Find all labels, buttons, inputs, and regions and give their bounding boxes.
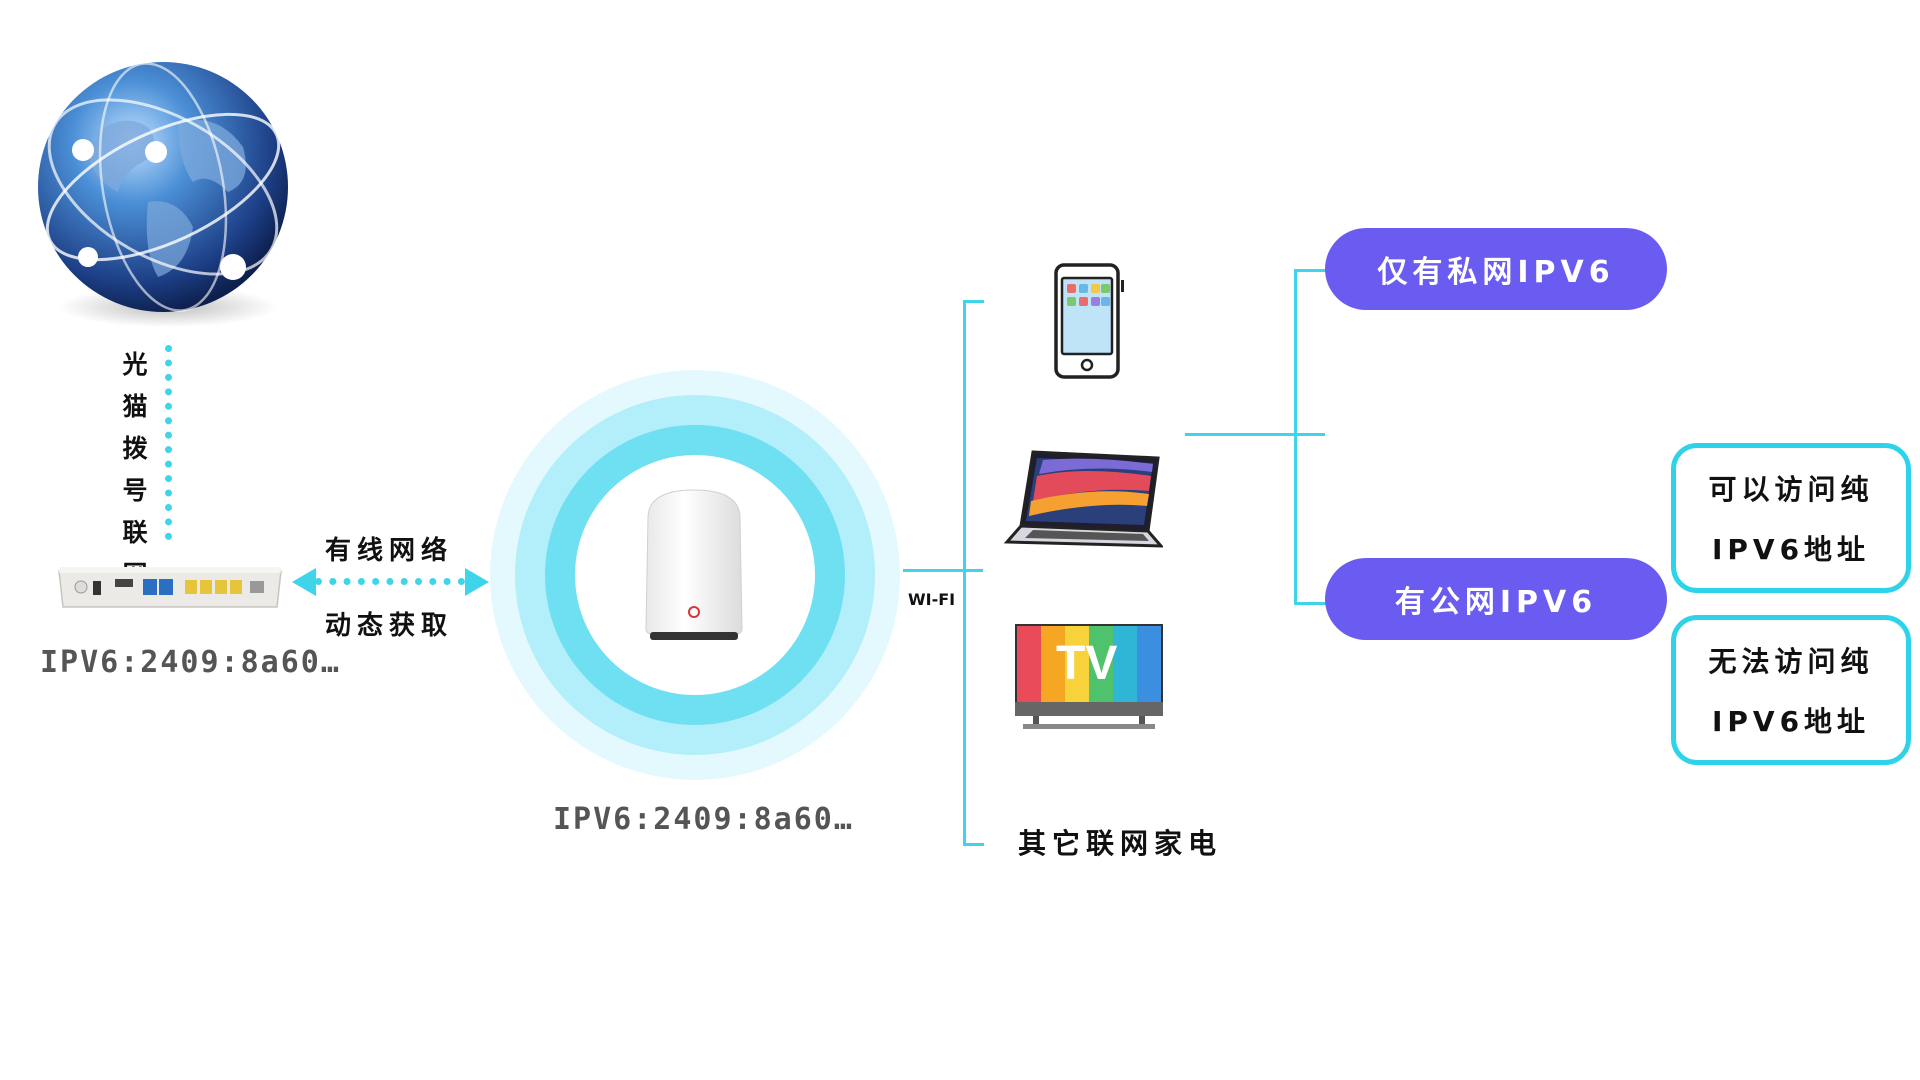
cannot-access-box: 无法访问纯 IPV6地址: [1671, 615, 1911, 765]
dial-up-dotted-line: [165, 345, 172, 540]
public-ipv6-badge: 有公网IPV6: [1325, 558, 1667, 640]
can-access-box: 可以访问纯 IPV6地址: [1671, 443, 1911, 593]
phone-icon: [1053, 262, 1125, 380]
vlabel-char: 光: [122, 350, 148, 379]
device-bracket: [963, 300, 984, 846]
cannot-access-line2: IPV6地址: [1711, 705, 1871, 738]
dynamic-acquire-label: 动态获取: [325, 611, 454, 641]
vlabel-char: 拨: [122, 434, 148, 463]
wired-network-label: 有线网络: [325, 536, 454, 566]
vlabel-char: 猫: [122, 392, 148, 421]
modem-ipv6-address: IPV6:2409:8a60…: [40, 645, 341, 680]
tree-bracket: [1294, 269, 1329, 605]
other-appliances-label: 其它联网家电: [1018, 827, 1223, 860]
cannot-access-line1: 无法访问纯: [1708, 645, 1874, 678]
tv-text: TV: [1056, 637, 1118, 690]
arrow-left-icon: [292, 568, 316, 596]
tree-root-line: [1185, 433, 1325, 436]
wifi-connector-line: [903, 569, 983, 572]
globe-icon: [28, 52, 298, 332]
can-access-line1: 可以访问纯: [1708, 473, 1874, 506]
private-ipv6-only-badge: 仅有私网IPV6: [1325, 228, 1667, 310]
tv-icon: TV: [1013, 622, 1165, 734]
router-ipv6-address: IPV6:2409:8a60…: [553, 802, 854, 837]
wifi-label: WI-FI: [908, 590, 956, 609]
modem-icon: [55, 563, 285, 613]
can-access-line2: IPV6地址: [1711, 533, 1871, 566]
vlabel-char: 号: [122, 476, 148, 505]
modem-dialup-label: 光 猫 拨 号 联 网: [115, 345, 155, 591]
laptop-icon: [1003, 446, 1165, 556]
vlabel-char: 联: [122, 518, 148, 547]
router-icon: [638, 488, 750, 643]
arrow-right-icon: [465, 568, 489, 596]
wired-dotted-line: [315, 578, 465, 585]
